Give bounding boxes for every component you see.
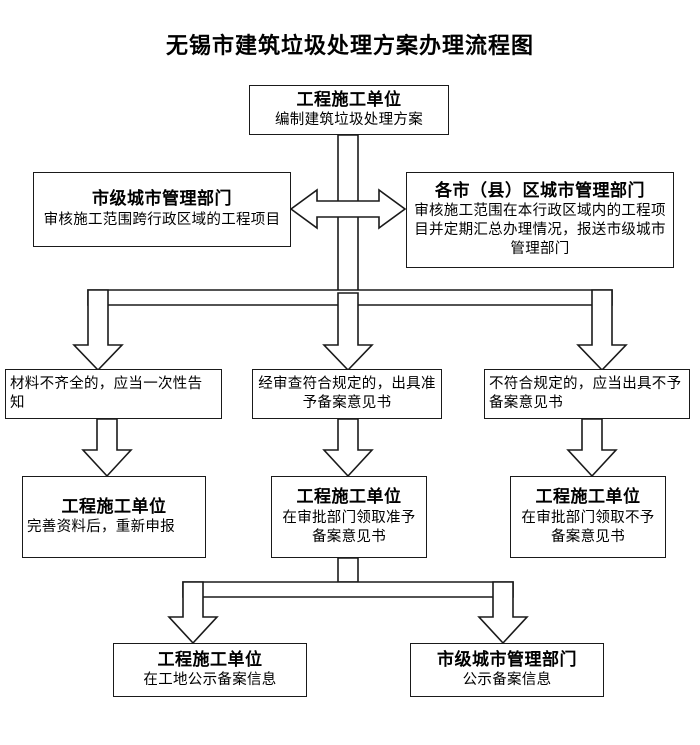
node-right-authority[interactable]: 各市（县）区城市管理部门 审核施工范围在本行政区域内的工程项目并定期汇总办理情况… <box>406 172 674 268</box>
connector-split-bar <box>182 581 514 598</box>
connector-authorities-double-arrow <box>289 188 407 230</box>
node-action-refile-body: 完善资料后，重新申报 <box>27 519 175 536</box>
node-publish-city-header: 市级城市管理部门 <box>437 649 577 670</box>
connector-fork-center <box>322 292 374 372</box>
node-top-header: 工程施工单位 <box>296 89 402 110</box>
node-action-collect-approval[interactable]: 工程施工单位 在审批部门领取准予备案意见书 <box>271 476 427 558</box>
connector-collect-to-split <box>337 557 359 583</box>
node-action-collect-rejection-body: 在审批部门领取不予备案意见书 <box>521 509 655 545</box>
node-left-authority-body: 审核施工范围跨行政区域的工程项目 <box>43 211 281 228</box>
node-action-collect-approval-body: 在审批部门领取准予备案意见书 <box>282 509 416 545</box>
node-left-authority-header: 市级城市管理部门 <box>92 189 232 210</box>
node-action-refile[interactable]: 工程施工单位 完善资料后，重新申报 <box>22 476 206 558</box>
connector-fork-right <box>576 289 628 372</box>
connector-approved-to-collect <box>322 418 374 478</box>
connector-split-right <box>477 581 529 645</box>
connector-rejected-to-collect <box>566 418 618 478</box>
connector-incomplete-to-refile <box>81 418 133 478</box>
connector-split-left <box>167 581 219 645</box>
node-result-rejected[interactable]: 不符合规定的，应当出具不予备案意见书 <box>484 369 690 419</box>
node-publish-city-body: 公示备案信息 <box>462 672 552 689</box>
node-result-approved-body: 经审查符合规定的，出具准予备案意见书 <box>258 375 436 411</box>
node-top[interactable]: 工程施工单位 编制建筑垃圾处理方案 <box>249 85 449 135</box>
node-result-approved[interactable]: 经审查符合规定的，出具准予备案意见书 <box>252 369 442 419</box>
node-action-refile-header: 工程施工单位 <box>61 496 167 517</box>
node-action-collect-approval-header: 工程施工单位 <box>296 487 402 508</box>
node-publish-site[interactable]: 工程施工单位 在工地公示备案信息 <box>113 643 307 697</box>
node-result-incomplete-body: 材料不齐全的，应当一次性告知 <box>10 375 203 411</box>
page-title: 无锡市建筑垃圾处理方案办理流程图 <box>165 34 534 59</box>
node-left-authority[interactable]: 市级城市管理部门 审核施工范围跨行政区域的工程项目 <box>33 172 291 247</box>
node-result-incomplete[interactable]: 材料不齐全的，应当一次性告知 <box>5 369 222 419</box>
node-publish-site-header: 工程施工单位 <box>157 649 263 670</box>
node-publish-city[interactable]: 市级城市管理部门 公示备案信息 <box>410 643 604 697</box>
node-right-authority-body: 审核施工范围在本行政区域内的工程项目并定期汇总办理情况，报送市级城市管理部门 <box>414 202 666 258</box>
node-result-rejected-body: 不符合规定的，应当出具不予备案意见书 <box>489 375 682 411</box>
connector-fork-left <box>72 289 124 372</box>
node-right-authority-header: 各市（县）区城市管理部门 <box>435 180 645 201</box>
node-top-body: 编制建筑垃圾处理方案 <box>275 112 423 129</box>
node-action-collect-rejection-header: 工程施工单位 <box>535 487 641 508</box>
node-action-collect-rejection[interactable]: 工程施工单位 在审批部门领取不予备案意见书 <box>510 476 666 558</box>
node-publish-site-body: 在工地公示备案信息 <box>143 672 277 689</box>
